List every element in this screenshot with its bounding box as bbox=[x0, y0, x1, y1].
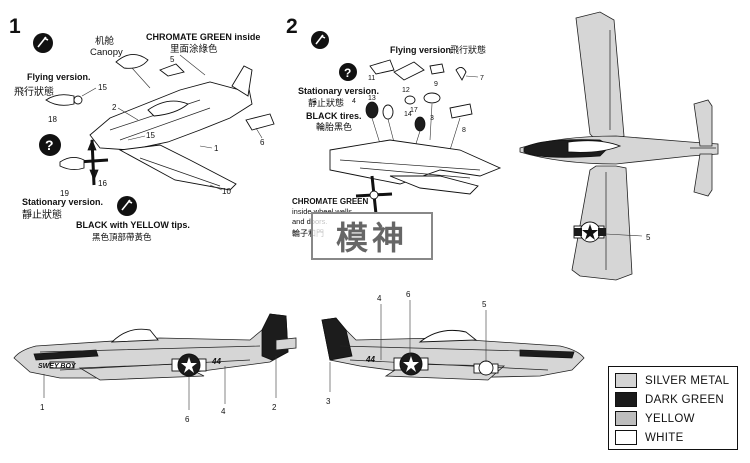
legend-row-white: WHITE bbox=[615, 428, 731, 447]
spinner-part: 15 18 bbox=[45, 83, 107, 124]
chromate-wheel-label-2: inside wheel wells bbox=[292, 207, 352, 216]
part-4b-number: 4 bbox=[352, 98, 356, 105]
black-tires-label: BLACK tires. bbox=[306, 111, 362, 121]
canopy-part bbox=[115, 54, 206, 89]
part-15-number: 15 bbox=[98, 83, 107, 92]
left-callout-2: 2 bbox=[272, 403, 277, 412]
part-7-number: 7 bbox=[480, 75, 484, 82]
part-15b-number: 15 bbox=[146, 131, 155, 140]
right-code-text: 44 bbox=[365, 355, 375, 364]
legend-label: SILVER METAL bbox=[645, 374, 730, 387]
step2-propeller bbox=[355, 175, 393, 215]
chromate-wheel-label-zh: 輪子和門 bbox=[292, 228, 324, 238]
left-callout-4: 4 bbox=[221, 407, 226, 416]
step2-flying-version-label: Flying version. bbox=[390, 45, 454, 55]
canopy-label: Canopy bbox=[90, 47, 123, 58]
chromate-wheel-label-3: and doors. bbox=[292, 217, 327, 226]
right-side-view-plane: 44 4 6 5 3 bbox=[321, 290, 585, 406]
black-tires-label-zh: 輪胎黑色 bbox=[316, 121, 352, 132]
right-callout-6: 6 bbox=[406, 290, 411, 299]
left-code-text: 44 bbox=[211, 357, 221, 366]
step2-stationary-version-label: Stationary version. bbox=[298, 86, 379, 96]
left-callout-1: 1 bbox=[40, 403, 45, 412]
chromate-green-inside-label: CHROMATE GREEN inside bbox=[146, 32, 260, 42]
part-6-number: 6 bbox=[260, 138, 265, 147]
question-icon: ? bbox=[39, 134, 61, 156]
right-callout-3: 3 bbox=[326, 397, 331, 406]
step2-question-icon: ? bbox=[339, 63, 357, 81]
step2-flying-version-label-zh: 飛行狀態 bbox=[450, 44, 486, 55]
right-callout-4: 4 bbox=[377, 294, 382, 303]
top-view-callout-5: 5 bbox=[646, 233, 651, 242]
canopy-label-zh: 机舱 bbox=[95, 35, 115, 47]
part-17-number: 17 bbox=[410, 107, 418, 114]
part-14-number: 14 bbox=[404, 111, 412, 118]
svg-text:?: ? bbox=[45, 137, 54, 153]
part-11-number: 11 bbox=[368, 75, 375, 82]
color-legend: SILVER METAL DARK GREEN YELLOW WHITE bbox=[608, 366, 738, 450]
part-1-number: 1 bbox=[214, 144, 219, 153]
legend-swatch bbox=[615, 373, 637, 388]
legend-label: YELLOW bbox=[645, 412, 695, 425]
part-16-number: 16 bbox=[98, 179, 107, 188]
step2-stationary-version-label-zh: 靜止狀態 bbox=[308, 97, 344, 108]
legend-label: WHITE bbox=[645, 431, 684, 444]
step2-small-parts: 11 12 9 7 bbox=[368, 59, 484, 94]
part-9-number: 9 bbox=[434, 81, 438, 88]
part-12-number: 12 bbox=[402, 87, 410, 94]
top-view-plane: 5 bbox=[519, 11, 719, 281]
step1-fuselage: 2 15 1 6 10 bbox=[89, 65, 275, 196]
step-1-number: 1 bbox=[9, 15, 21, 38]
stationary-version-label-zh: 靜止狀態 bbox=[22, 208, 62, 221]
black-yellow-tips-label-zh: 黑色頂部帶黃色 bbox=[92, 232, 152, 242]
legend-swatch bbox=[615, 430, 637, 445]
step-2-number: 2 bbox=[286, 15, 298, 38]
legend-row-yellow: YELLOW bbox=[615, 409, 731, 428]
chromate-wheel-label-1: CHROMATE GREEN bbox=[292, 197, 369, 206]
left-callout-6: 6 bbox=[185, 415, 190, 424]
step2-paint-icon bbox=[311, 31, 329, 49]
part-8-number: 8 bbox=[462, 127, 466, 134]
part-18-number: 18 bbox=[48, 115, 57, 124]
landing-gear-parts: 13 17 14 3 8 bbox=[365, 92, 473, 151]
legend-label: DARK GREEN bbox=[645, 393, 725, 406]
legend-swatch bbox=[615, 392, 637, 407]
step2-wing bbox=[329, 139, 502, 195]
propeller-part: 19 16 bbox=[59, 138, 109, 198]
paint-icon bbox=[33, 33, 53, 53]
chromate-green-inside-label-zh: 里面涂綠色 bbox=[170, 43, 218, 55]
black-yellow-tips-label: BLACK with YELLOW tips. bbox=[76, 220, 190, 230]
part-5: 5 bbox=[159, 55, 185, 77]
part-19-number: 19 bbox=[60, 189, 69, 198]
flying-version-label-zh: 飛行狀態 bbox=[14, 85, 54, 98]
part-5-number: 5 bbox=[170, 55, 175, 64]
top-view-star-insignia bbox=[573, 221, 606, 243]
watermark-stamp: 模神 bbox=[311, 212, 433, 260]
right-star-insignia bbox=[393, 352, 429, 376]
prop-paint-icon bbox=[117, 196, 137, 216]
flying-version-label: Flying version. bbox=[27, 72, 91, 82]
legend-row-silver: SILVER METAL bbox=[615, 371, 731, 390]
part-3b-number: 3 bbox=[430, 115, 434, 122]
right-callout-5: 5 bbox=[482, 300, 487, 309]
part-2-number: 2 bbox=[112, 103, 117, 112]
svg-text:?: ? bbox=[344, 66, 351, 80]
part-13-number: 13 bbox=[368, 95, 376, 102]
nose-art-text: SWEY BOY bbox=[38, 363, 77, 370]
legend-row-dark-green: DARK GREEN bbox=[615, 390, 731, 409]
part-10-number: 10 bbox=[222, 187, 231, 196]
left-side-view-plane: SWEY BOY 44 1 6 4 2 bbox=[13, 313, 297, 424]
legend-swatch bbox=[615, 411, 637, 426]
stationary-version-label: Stationary version. bbox=[22, 197, 103, 207]
